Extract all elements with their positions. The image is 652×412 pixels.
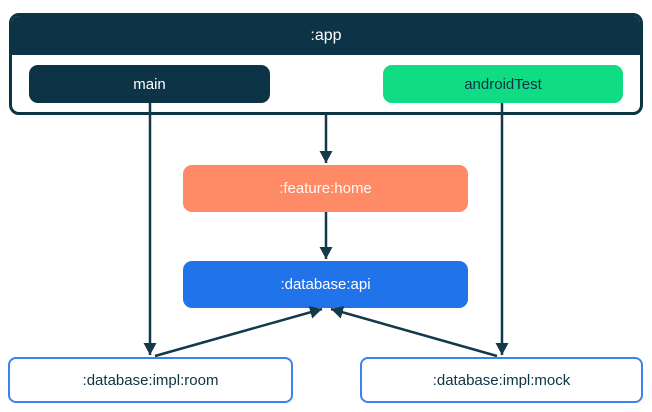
android-test-source-set-node: androidTest — [383, 65, 623, 103]
edge-impl-mock-to-database-api — [330, 306, 498, 358]
database-api-module-node: :database:api — [183, 261, 468, 308]
database-impl-room-module-label: :database:impl:room — [82, 371, 219, 389]
app-module-header: :app — [12, 16, 640, 55]
main-source-set-label: main — [133, 75, 166, 93]
android-test-source-set-label: androidTest — [464, 75, 542, 93]
main-source-set-node: main — [29, 65, 270, 103]
app-module-label: :app — [310, 26, 342, 44]
feature-home-module-node: :feature:home — [183, 165, 468, 212]
database-impl-mock-module-label: :database:impl:mock — [432, 371, 571, 389]
feature-home-module-label: :feature:home — [279, 180, 372, 197]
edge-impl-room-to-database-api — [154, 305, 323, 358]
database-impl-room-module-node: :database:impl:room — [8, 357, 293, 403]
database-impl-mock-module-node: :database:impl:mock — [360, 357, 643, 403]
database-api-module-label: :database:api — [280, 276, 371, 293]
